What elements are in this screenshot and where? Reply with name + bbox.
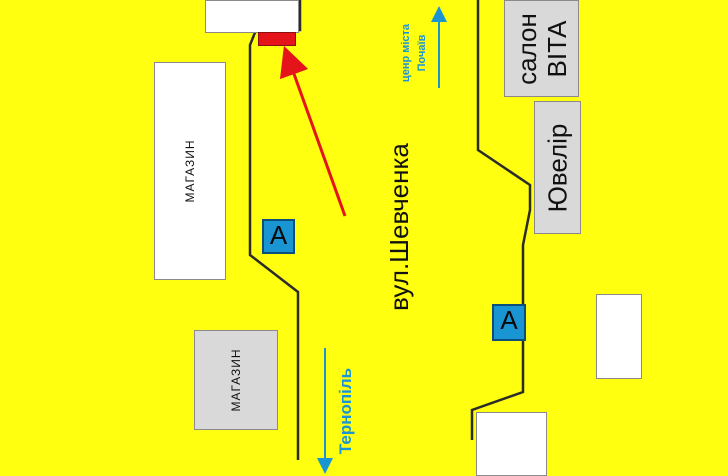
shop-left-building: МАГАЗИН: [154, 62, 226, 280]
ternopil-direction-label: Тернопіль: [336, 367, 355, 455]
jeweler-label: Ювелір: [542, 123, 572, 212]
salon-label: салон ВІТА: [512, 13, 572, 85]
top-building: [205, 0, 299, 33]
city-center-line1: ценр міста: [400, 23, 412, 83]
jeweler-building: Ювелір: [534, 101, 581, 234]
shop-left-label: МАГАЗИН: [183, 139, 197, 203]
salon-label-line2: ВІТА: [541, 20, 572, 77]
road-edge-right: [470, 0, 532, 440]
city-center-line2: Почаїв: [416, 34, 428, 72]
bus-stop-right: A: [492, 304, 526, 341]
salon-label-line1: салон: [511, 12, 542, 85]
road-edge-left: [248, 0, 302, 460]
city-center-direction-label: ценр міста Почаїв: [398, 0, 432, 108]
salon-vita-building: салон ВІТА: [504, 0, 579, 97]
shop-bottom-building: МАГАЗИН: [194, 330, 278, 430]
shop-bottom-label: МАГАЗИН: [229, 348, 243, 412]
bus-stop-left: A: [262, 219, 295, 254]
target-location-marker: [258, 32, 296, 46]
street-name-label: вул.Шевченка: [384, 143, 414, 311]
right-building: [596, 294, 642, 379]
bottom-right-building: [476, 412, 547, 476]
pointer-arrow: [279, 45, 347, 217]
